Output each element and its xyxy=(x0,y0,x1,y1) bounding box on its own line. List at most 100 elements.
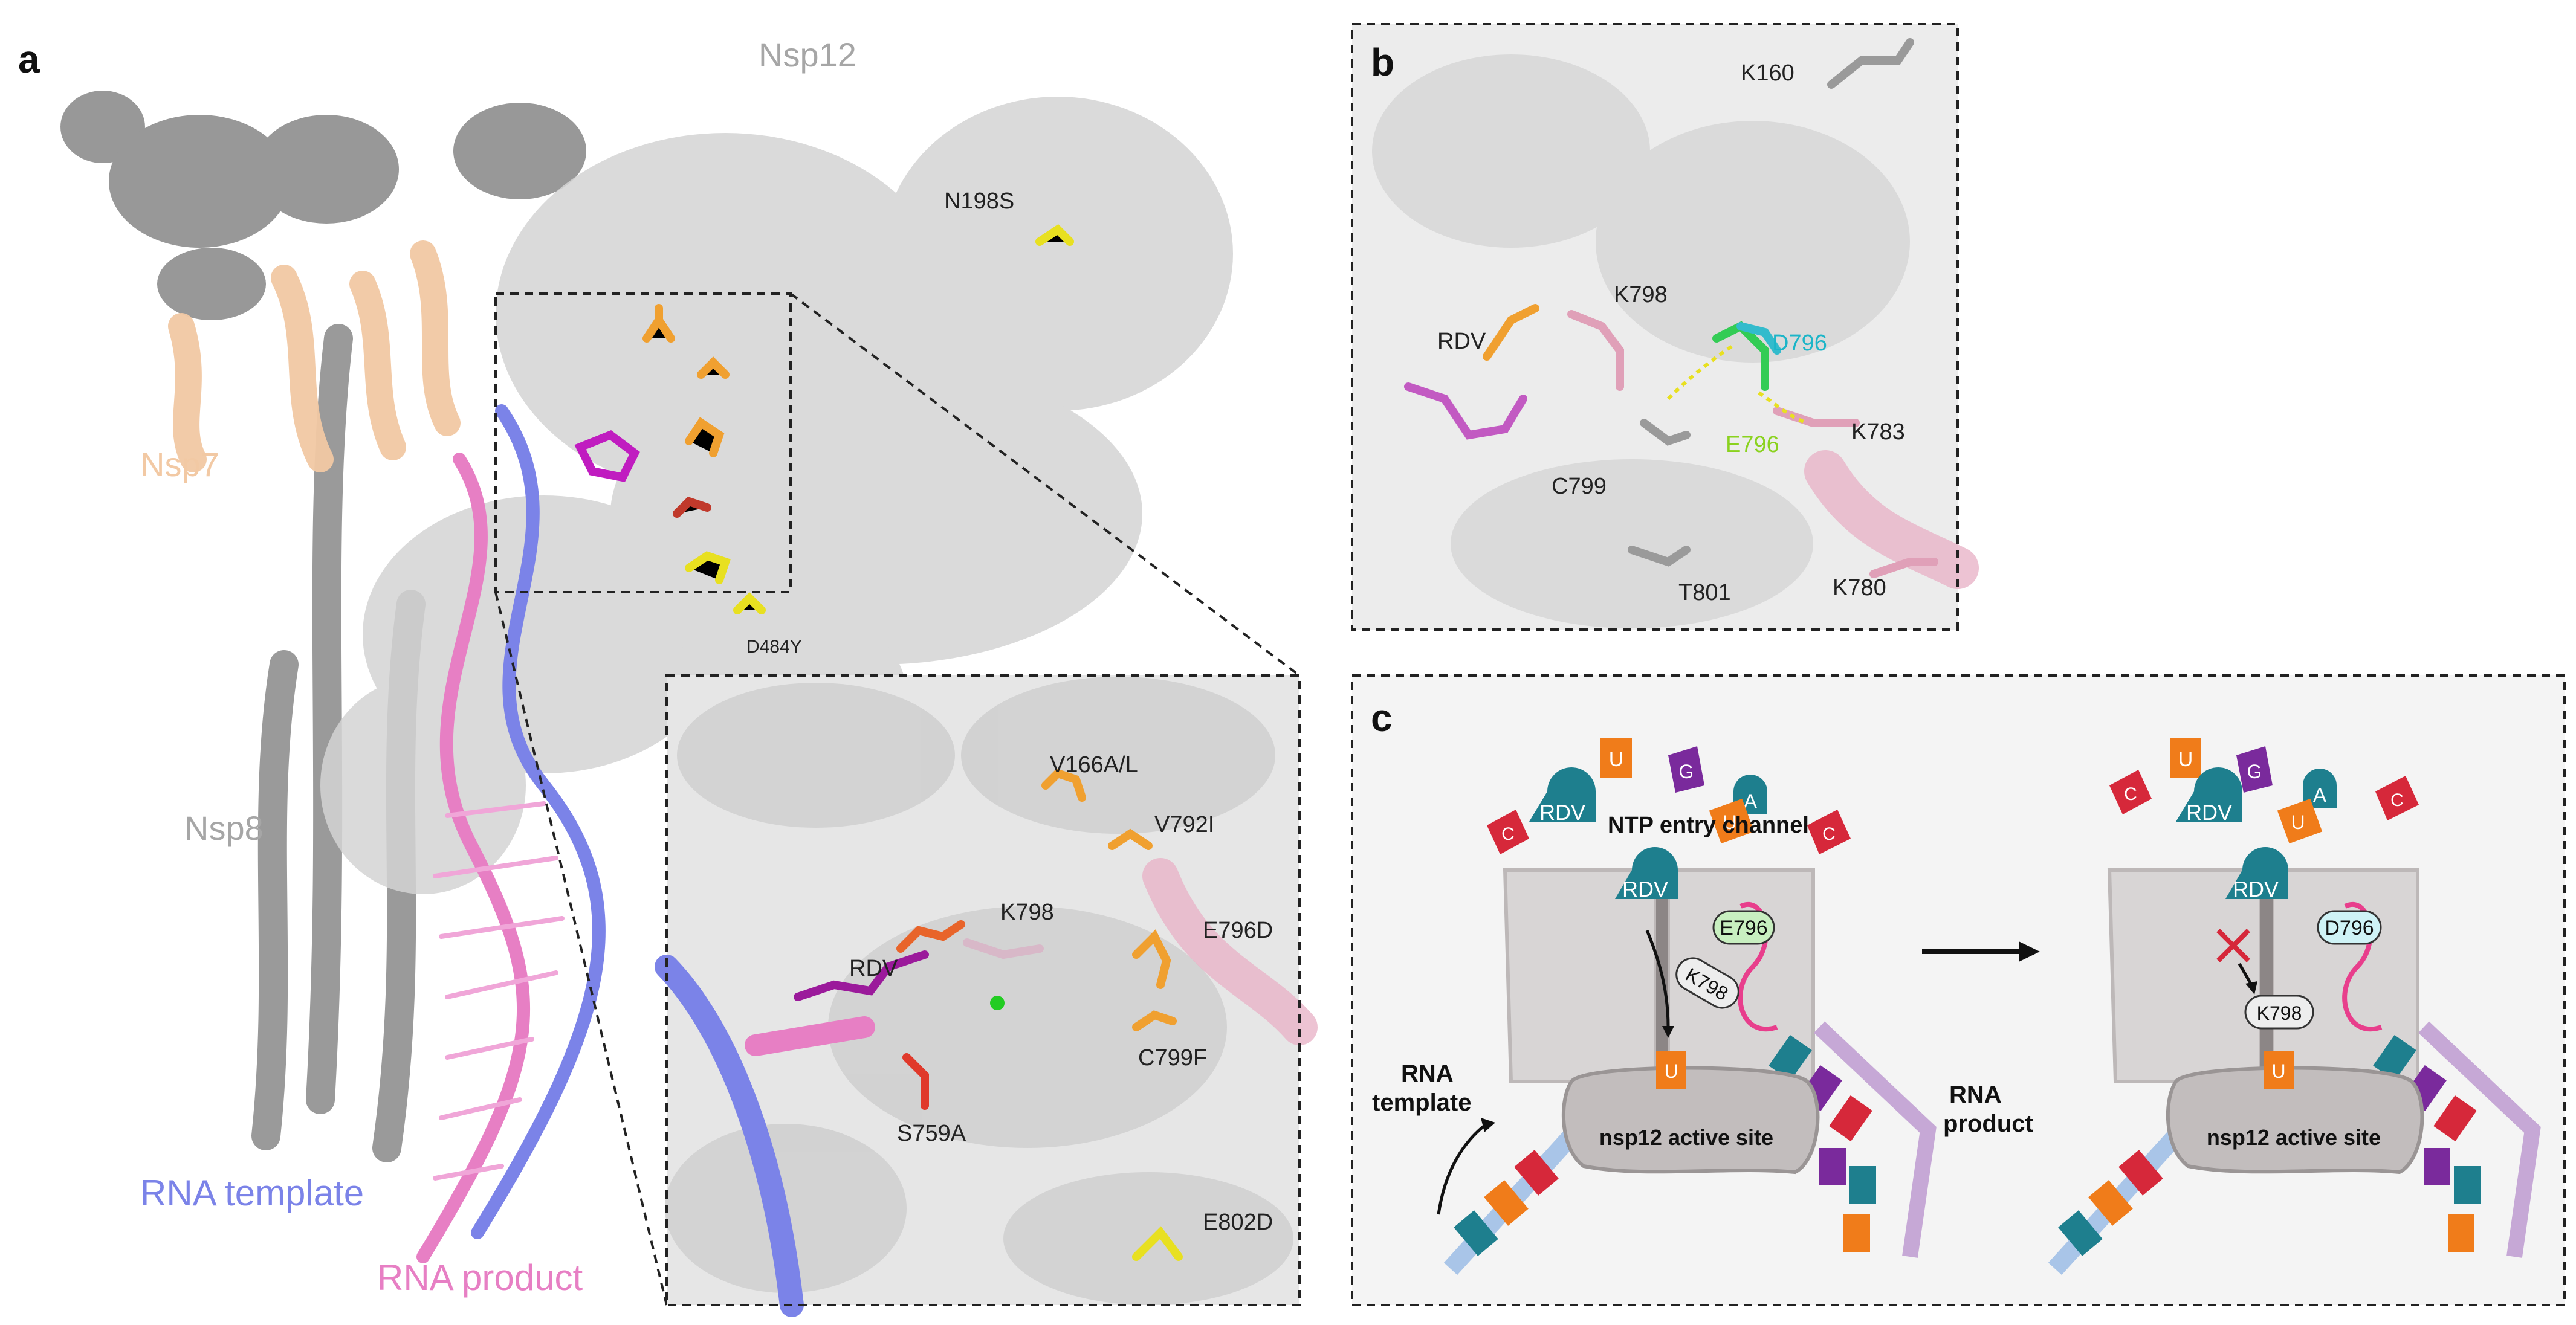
nsp8-top-structure xyxy=(60,91,586,320)
panel-b: b K160 K798 RDV D796 E796 K783 C799 T801… xyxy=(1351,23,1979,631)
entry-arrow xyxy=(1645,930,1670,1028)
free-ntp-g-1: G xyxy=(1668,746,1704,793)
inset-border xyxy=(665,674,1301,1306)
nsp8-label: Nsp8 xyxy=(184,809,264,847)
left-base-pairs xyxy=(1454,1150,1559,1256)
inset-v792i-label: V792I xyxy=(1154,812,1214,837)
svg-text:U: U xyxy=(2291,811,2305,833)
panel-a: a xyxy=(18,36,1301,1306)
free-ntp-u-3: U xyxy=(2170,738,2201,778)
k798-pill-after: K798 xyxy=(2244,995,2314,1030)
k783-label: K783 xyxy=(1851,419,1905,445)
svg-text:C: C xyxy=(1822,824,1836,844)
product-strand xyxy=(1814,1021,1937,1258)
free-ntp-c-4: C xyxy=(2375,776,2419,820)
template-arrowhead xyxy=(1481,1118,1495,1132)
nsp12-active-site-left xyxy=(1561,1066,1820,1175)
n198s-label: N198S xyxy=(944,189,1014,214)
free-rdv-2: RDV xyxy=(2176,767,2242,825)
panel-b-k798-label: K798 xyxy=(1614,282,1668,308)
residue-sticks xyxy=(574,224,1074,614)
panel-c-letter: c xyxy=(1371,696,1393,740)
svg-text:C: C xyxy=(1501,824,1515,844)
panel-b-letter: b xyxy=(1371,40,1394,84)
k780-label: K780 xyxy=(1833,575,1886,601)
inset-rdv-label: RDV xyxy=(849,956,898,981)
zoom-line-bottom xyxy=(494,592,668,1306)
active-site-label-right: nsp12 active site xyxy=(2207,1125,2381,1150)
incoming-u-left: U xyxy=(1656,1051,1686,1089)
free-ntp-g-2: G xyxy=(2236,746,2273,793)
channel-left-wall-after xyxy=(2107,868,2262,1083)
panel-b-sticks xyxy=(1404,38,1938,578)
scene-before: U G A U C C RD xyxy=(1372,738,2033,1275)
entry-arrowhead xyxy=(1662,1026,1674,1038)
panel-c-border xyxy=(1351,674,2566,1306)
inset-product-strand xyxy=(745,1016,875,1056)
zoom-line-top xyxy=(789,292,1301,677)
rna-duplex xyxy=(416,404,606,1263)
template-arrow xyxy=(1437,1123,1488,1215)
inset-pink-helix xyxy=(1142,858,1318,1045)
svg-text:RDV: RDV xyxy=(1539,800,1585,825)
d484y-label: D484Y xyxy=(746,637,802,657)
free-ntp-a-2: A xyxy=(2303,769,2337,808)
svg-text:U: U xyxy=(2271,1060,2285,1082)
c799-label: C799 xyxy=(1552,474,1607,499)
e796-pill: E796 xyxy=(1712,910,1775,945)
hbond-dash-1 xyxy=(1666,343,1736,401)
svg-text:G: G xyxy=(1679,761,1694,782)
rna-template-label: RNA template xyxy=(140,1173,364,1213)
inset-s759a-label: S759A xyxy=(897,1121,966,1146)
panel-a-inset: V166A/L V792I K798 E796D RDV C799F S759A… xyxy=(655,674,1318,1317)
inset-c799f-label: C799F xyxy=(1138,1045,1207,1071)
inset-template-strand xyxy=(655,955,804,1317)
panel-b-rdv-label: RDV xyxy=(1437,329,1486,354)
free-ntp-u-1: U xyxy=(1600,738,1632,778)
rna-product-label: RNA product xyxy=(377,1257,583,1298)
short-arrowhead xyxy=(2245,981,2257,995)
bound-rdv: RDV xyxy=(1615,847,1678,901)
scene-after: U G A U C C RD xyxy=(2048,738,2541,1275)
free-ntp-c-2: C xyxy=(1807,810,1851,854)
panel-c: c U G A U C xyxy=(1351,674,2566,1306)
svg-text:G: G xyxy=(2247,761,2262,782)
channel-gap-after xyxy=(2260,876,2273,1075)
svg-text:A: A xyxy=(2313,784,2327,807)
free-ntp-c-3: C xyxy=(2109,770,2152,814)
free-ntp-u-4: U xyxy=(2277,798,2323,844)
d796-label: D796 xyxy=(1772,330,1827,356)
panel-b-protein xyxy=(1372,54,1910,628)
nsp7-structure xyxy=(168,240,461,472)
k160-label: K160 xyxy=(1741,60,1794,86)
inset-sticks xyxy=(794,768,1183,1261)
incoming-u-right: U xyxy=(2264,1051,2294,1089)
inset-k798-label: K798 xyxy=(1000,900,1054,925)
d796-pill: D796 xyxy=(2317,910,2382,945)
nsp7-label: Nsp7 xyxy=(140,445,219,483)
svg-text:RDV: RDV xyxy=(2233,877,2279,901)
nsp12-label: Nsp12 xyxy=(759,36,856,74)
magnesium-ion xyxy=(990,996,1005,1010)
svg-text:A: A xyxy=(1744,790,1758,813)
free-rdv-1: RDV xyxy=(1529,767,1596,825)
panel-b-border xyxy=(1351,23,1959,631)
inset-e796d-label: E796D xyxy=(1203,918,1273,943)
panel-b-pink-helix xyxy=(1804,450,1979,589)
product-strand-after xyxy=(2418,1021,2541,1258)
svg-text:U: U xyxy=(1609,748,1624,771)
svg-text:RDV: RDV xyxy=(1622,877,1668,901)
rna-template-label-line2: template xyxy=(1372,1089,1472,1116)
svg-text:K798: K798 xyxy=(2257,1002,2302,1024)
inset-e802d-label: E802D xyxy=(1203,1210,1273,1235)
svg-text:RDV: RDV xyxy=(2186,800,2232,825)
hbond-dash-2 xyxy=(1758,391,1808,425)
svg-text:U: U xyxy=(1723,811,1736,833)
left-base-pairs-after xyxy=(2058,1150,2163,1256)
zoom-box xyxy=(494,292,792,593)
short-arrow xyxy=(2238,962,2253,986)
svg-text:U: U xyxy=(1664,1060,1678,1082)
free-ntp-u-2: U xyxy=(1709,798,1755,844)
channel-left-wall xyxy=(1503,868,1658,1083)
nsp12-active-site-right xyxy=(2166,1066,2424,1175)
